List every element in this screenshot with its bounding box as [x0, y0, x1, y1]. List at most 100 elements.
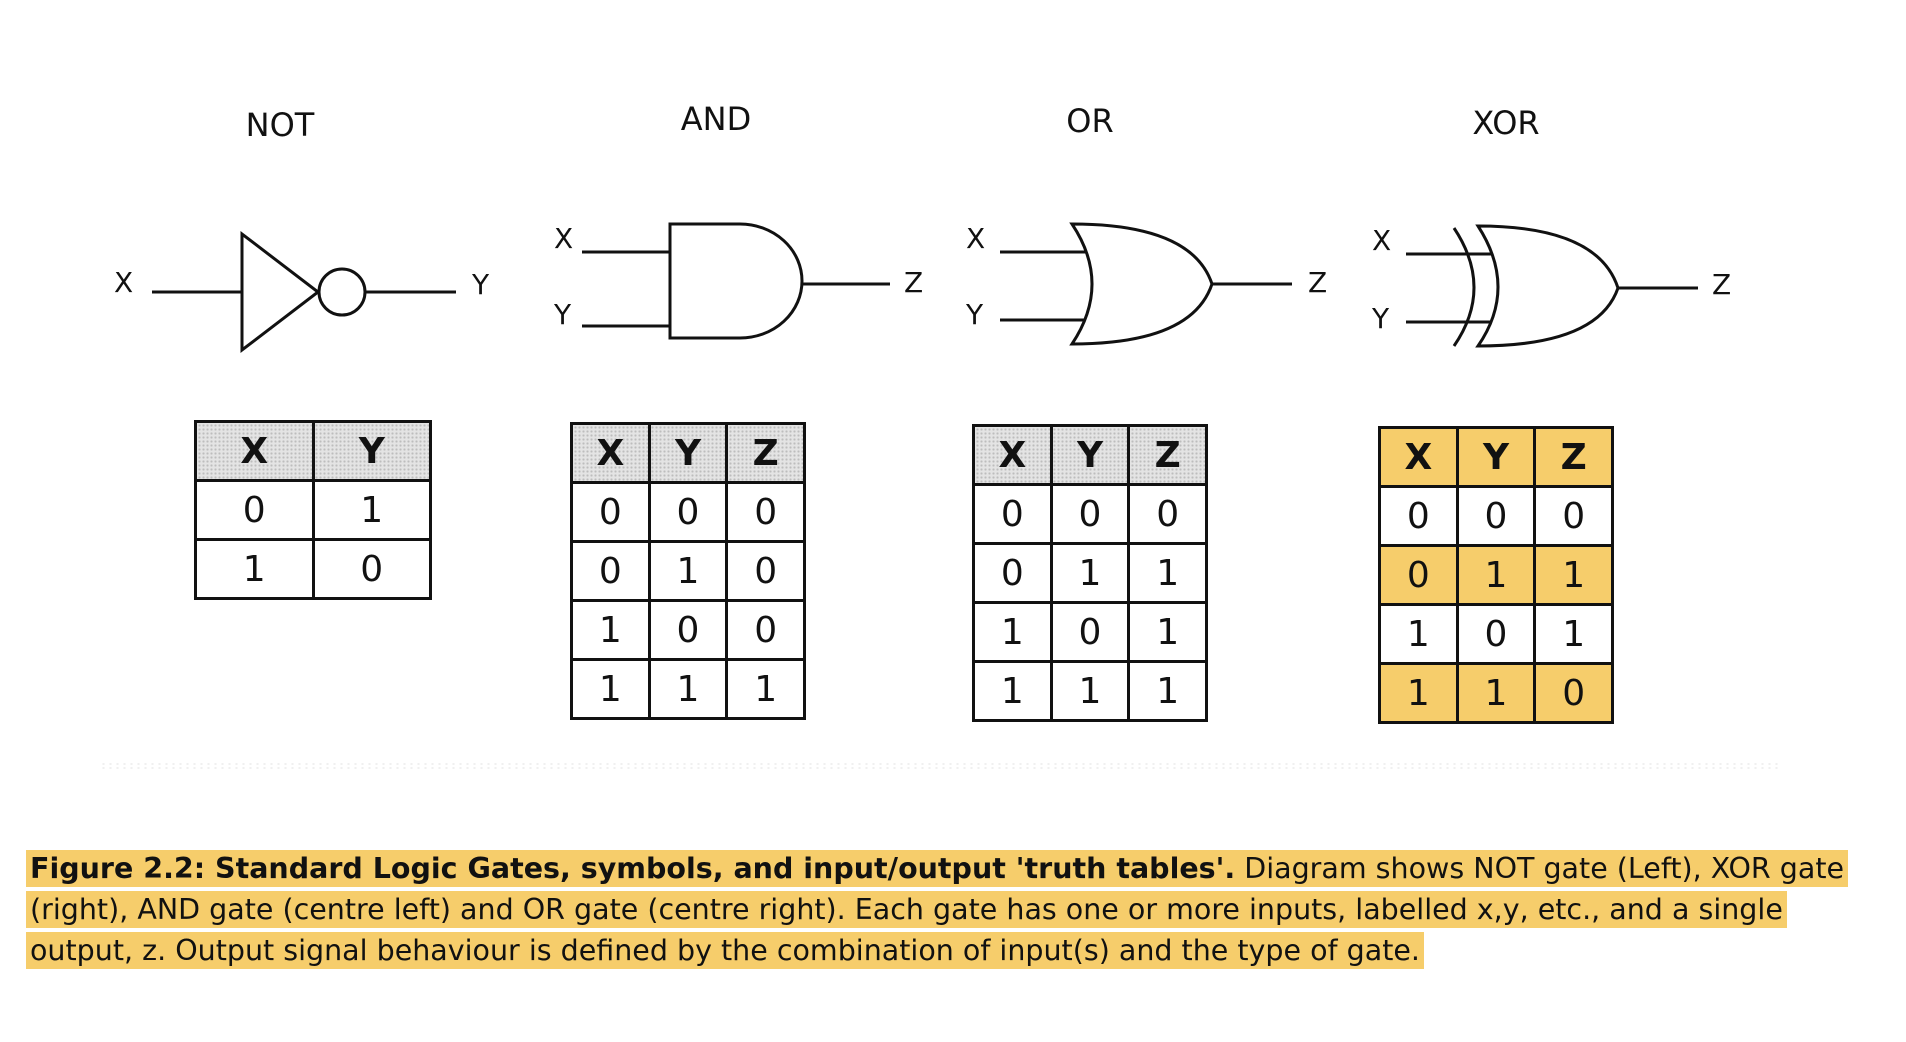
- not-bubble: [317, 267, 367, 317]
- not-truth-table: X Y 0 1 1 0: [194, 420, 432, 600]
- and-truth-table: X Y Z 0 0 0 0 1 0 1 0 0 1 1 1: [570, 422, 806, 720]
- figure-caption: Figure 2.2: Standard Logic Gates, symbol…: [26, 848, 1866, 971]
- xor-cell-highlighted: 1: [1378, 662, 1459, 724]
- or-header-z: Z: [1127, 424, 1208, 486]
- and-table-row: 0 1 0: [570, 540, 806, 602]
- or-cell: 0: [972, 542, 1053, 604]
- and-cell: 0: [570, 481, 651, 543]
- and-cell: 0: [725, 540, 806, 602]
- or-table-row: 1 0 1: [972, 601, 1208, 663]
- xor-output-z-label: Z: [1712, 268, 1731, 301]
- xor-cell: 0: [1455, 603, 1537, 665]
- and-input-y-label: Y: [553, 298, 572, 331]
- xor-cell: 1: [1455, 544, 1537, 606]
- not-cell: 1: [194, 538, 315, 600]
- xor-cell: 1: [1533, 544, 1614, 606]
- or-table-row: 0 0 0: [972, 483, 1208, 545]
- or-truth-table: X Y Z 0 0 0 0 1 1 1 0 1 1 1 1: [972, 424, 1208, 722]
- not-table-row: 1 0: [194, 538, 432, 600]
- or-cell: 1: [972, 660, 1053, 722]
- and-cell: 0: [570, 540, 651, 602]
- and-output-z-label: Z: [904, 266, 923, 299]
- or-cell: 1: [1049, 660, 1131, 722]
- xor-table-header-row: X Y Z: [1378, 426, 1614, 488]
- and-body: [668, 222, 804, 340]
- or-input-y-label: Y: [965, 298, 984, 331]
- xor-header-z: Z: [1533, 426, 1614, 488]
- xor-gate-symbol: X Y Z: [1371, 224, 1731, 348]
- or-cell: 0: [972, 483, 1053, 545]
- and-title: AND: [681, 100, 751, 138]
- and-input-x-label: X: [554, 222, 573, 255]
- or-table-header-row: X Y Z: [972, 424, 1208, 486]
- xor-cell-highlighted: 1: [1455, 662, 1537, 724]
- xor-body: [1475, 224, 1620, 348]
- and-gate-symbol: X Y Z: [553, 222, 923, 340]
- and-cell: 1: [647, 658, 729, 720]
- and-cell: 1: [570, 599, 651, 661]
- and-table-header-row: X Y Z: [570, 422, 806, 484]
- caption-text: Diagram shows NOT gate (Left), XOR gate …: [30, 852, 1845, 967]
- and-table-row: 0 0 0: [570, 481, 806, 543]
- and-header-y: Y: [647, 422, 729, 484]
- not-header-y: Y: [311, 420, 432, 482]
- or-cell: 1: [1127, 660, 1208, 722]
- and-table-row: 1 1 1: [570, 658, 806, 720]
- xor-cell: 1: [1378, 603, 1459, 665]
- and-cell: 1: [570, 658, 651, 720]
- and-cell: 0: [725, 481, 806, 543]
- not-gate-symbol: X Y: [114, 230, 490, 354]
- not-cell: 0: [311, 538, 432, 600]
- xor-input-y-label: Y: [1371, 302, 1390, 335]
- xor-cell: 0: [1455, 485, 1537, 547]
- xor-table-row: 0 0 0: [1378, 485, 1614, 547]
- or-input-x-label: X: [966, 222, 985, 255]
- not-cell: 1: [311, 479, 432, 541]
- or-table-row: 1 1 1: [972, 660, 1208, 722]
- or-gate-symbol: X Y Z: [965, 222, 1327, 346]
- xor-truth-table: X Y Z 0 0 0 0 1 1 1 0 1 1 1 0: [1378, 426, 1614, 724]
- not-cell: 0: [194, 479, 315, 541]
- not-output-y-label: Y: [471, 268, 490, 301]
- and-table-row: 1 0 0: [570, 599, 806, 661]
- or-cell: 0: [1049, 601, 1131, 663]
- xor-table-row: 1 1 0: [1378, 662, 1614, 724]
- not-title: NOT: [246, 106, 315, 144]
- xor-cell-highlighted: 0: [1533, 662, 1614, 724]
- or-body: [1069, 222, 1214, 346]
- xor-header-x: X: [1378, 426, 1459, 488]
- xor-input-x-label: X: [1372, 224, 1391, 257]
- xor-extra-arc: [1452, 227, 1476, 347]
- or-cell: 1: [1127, 601, 1208, 663]
- and-cell: 0: [647, 599, 729, 661]
- or-cell: 0: [1127, 483, 1208, 545]
- scan-noise: [100, 762, 1780, 770]
- not-input-x-label: X: [114, 266, 133, 299]
- not-table-header-row: X Y: [194, 420, 432, 482]
- or-output-z-label: Z: [1308, 266, 1327, 299]
- and-cell: 0: [725, 599, 806, 661]
- xor-table-row: 1 0 1: [1378, 603, 1614, 665]
- or-cell: 1: [1049, 542, 1131, 604]
- or-cell: 0: [1049, 483, 1131, 545]
- and-cell: 1: [725, 658, 806, 720]
- or-cell: 1: [1127, 542, 1208, 604]
- xor-title: XOR: [1472, 104, 1539, 142]
- xor-header-y: Y: [1455, 426, 1537, 488]
- not-triangle: [240, 230, 321, 354]
- xor-table-row-highlighted: 0 1 1: [1378, 544, 1614, 606]
- and-cell: 1: [647, 540, 729, 602]
- or-header-y: Y: [1049, 424, 1131, 486]
- not-table-row: 0 1: [194, 479, 432, 541]
- and-header-z: Z: [725, 422, 806, 484]
- xor-cell: 1: [1533, 603, 1614, 665]
- xor-cell: 0: [1533, 485, 1614, 547]
- or-table-row: 0 1 1: [972, 542, 1208, 604]
- xor-cell: 0: [1378, 544, 1459, 606]
- or-title: OR: [1066, 102, 1113, 140]
- and-header-x: X: [570, 422, 651, 484]
- xor-cell: 0: [1378, 485, 1459, 547]
- caption-highlight: Figure 2.2: Standard Logic Gates, symbol…: [26, 850, 1849, 969]
- and-cell: 0: [647, 481, 729, 543]
